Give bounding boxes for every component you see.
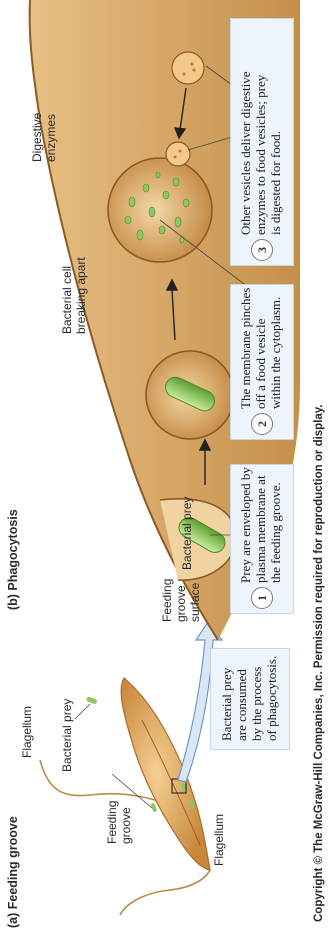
step-2-text: The membrane pinches off a food vesicle … [238,288,283,409]
bottom-flagellum-line [120,870,210,915]
enzyme-vesicle-free [172,52,204,84]
flagellum-label-top: Flagellum [20,706,34,758]
phagocytosis-callout: Bacterial prey are consumed by the proce… [210,648,290,750]
bacterial-cell-breaking-label: Bacterial cell breaking apart [60,257,88,334]
step-1-number: 1 [251,587,273,609]
enzyme-vesicle-fusing [166,142,190,166]
step-1-box: 1 Prey are enveloped by plasma membrane … [230,464,294,614]
bacterial-prey-label-a: Bacterial prey [60,699,74,772]
callout-text: Bacterial prey are consumed by the proce… [219,656,279,741]
step-2-number: 2 [251,413,273,435]
step-3-number: 3 [251,239,273,261]
panel-b-caption: (b) Phagocytosis [6,509,21,610]
bacterial-prey-label-b: Bacterial prey [180,497,194,570]
step-2-box: 2 The membrane pinches off a food vesicl… [230,284,294,440]
step-3-box: 3 Other vesicles deliver digestive enzym… [230,18,294,266]
digestive-enzymes-label: Digestive enzymes [30,113,58,162]
panel-a-caption: (a) Feeding groove [6,816,21,928]
flagellum-label-bottom: Flagellum [212,814,226,866]
copyright-notice: Copyright © The McGraw-Hill Companies, I… [312,22,326,922]
feeding-groove-label: Feeding groove [105,801,133,844]
step-3-text: Other vesicles deliver digestive enzymes… [238,71,283,235]
step-1-text: Prey are enveloped by plasma membrane at… [238,467,283,583]
feeding-groove-surface-label: Feeding groove surface [160,579,202,622]
